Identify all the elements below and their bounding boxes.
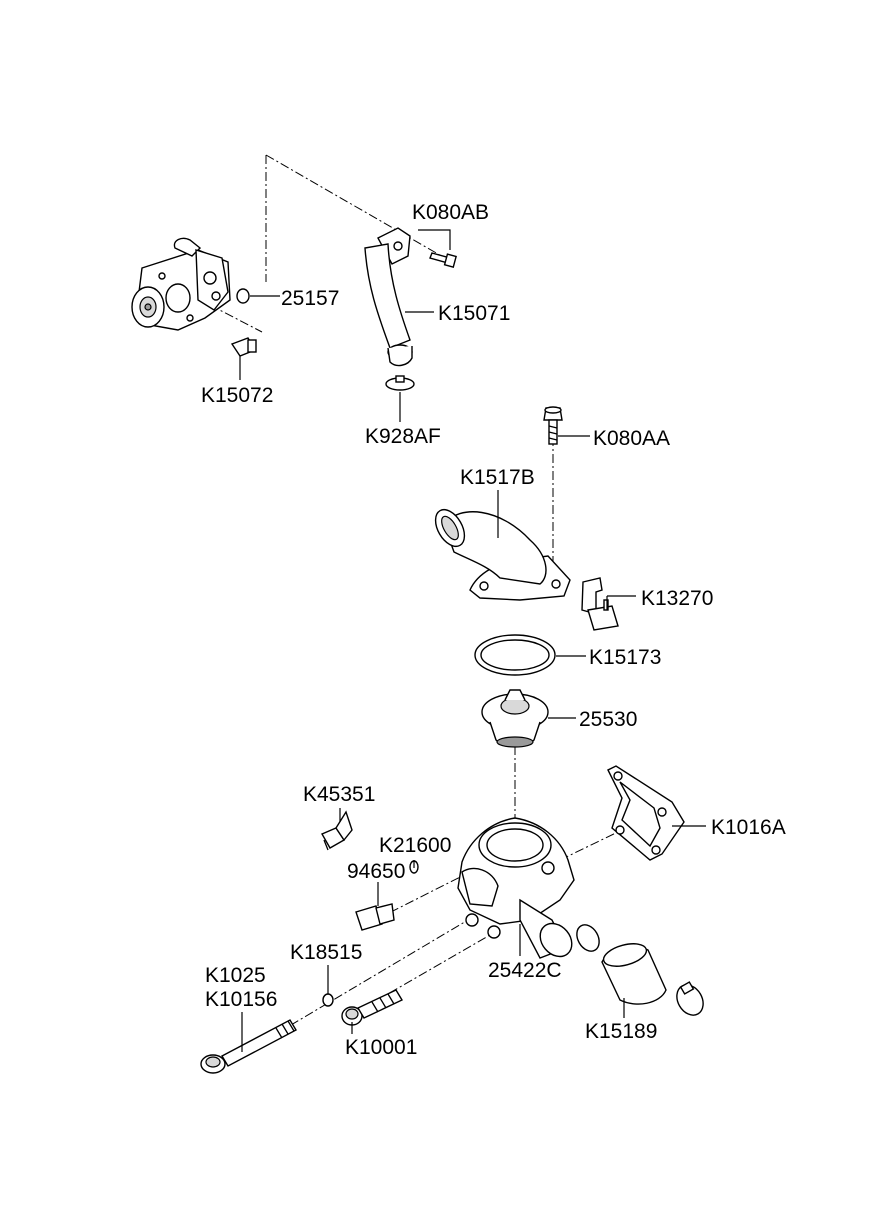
sensor-k15072: [230, 337, 257, 357]
hose-k15189: [601, 943, 667, 1005]
alignment-lines: [209, 154, 623, 1061]
bracket-k13270: [581, 577, 619, 631]
label-k1517b: K1517B: [460, 466, 535, 489]
sensor-k45351: [321, 810, 353, 851]
leader-lines: [239, 229, 706, 1052]
label-k15173: K15173: [589, 646, 661, 669]
label-k10156: K10156: [205, 988, 277, 1011]
label-k1025: K1025: [205, 964, 266, 987]
label-94650: 94650: [347, 860, 405, 883]
clamp-left: [576, 924, 600, 952]
thermostat-25530: [481, 689, 549, 748]
label-k18515: K18515: [290, 941, 362, 964]
part-labels: K080AB 25157 K15071 K15072 K928AF K080AA…: [201, 201, 786, 1059]
housing-cover-k1517b: [434, 508, 571, 601]
label-25157: 25157: [281, 287, 339, 310]
label-k15189: K15189: [585, 1020, 657, 1043]
label-k15072: K15072: [201, 384, 273, 407]
clamp-right: [676, 981, 704, 1016]
label-k45351: K45351: [303, 783, 375, 806]
label-25422c: 25422C: [488, 959, 562, 982]
label-k928af: K928AF: [365, 425, 441, 448]
o-ring-25157: [236, 288, 250, 304]
label-k080ab: K080AB: [412, 201, 489, 224]
pipe-k15071: [364, 227, 413, 367]
label-k21600: K21600: [379, 834, 451, 857]
sensor-94650: [355, 903, 395, 931]
bolt-k10001: [341, 989, 403, 1026]
label-k1016a: K1016A: [711, 816, 786, 839]
label-k13270: K13270: [641, 587, 713, 610]
label-25530: 25530: [579, 708, 637, 731]
label-k080aa: K080AA: [593, 427, 670, 450]
water-pump: [131, 237, 231, 331]
gasket-k15173: [474, 634, 556, 676]
label-k15071: K15071: [438, 302, 510, 325]
label-k10001: K10001: [345, 1036, 417, 1059]
bolt-k080aa: [543, 406, 563, 445]
clamp-k928af: [385, 375, 415, 391]
bolt-k080ab: [429, 252, 457, 268]
housing-25422c: [457, 817, 575, 959]
gasket-k1016a: [607, 765, 685, 861]
bolt-k1025: [200, 1019, 297, 1074]
o-ring-k18515: [322, 993, 334, 1007]
